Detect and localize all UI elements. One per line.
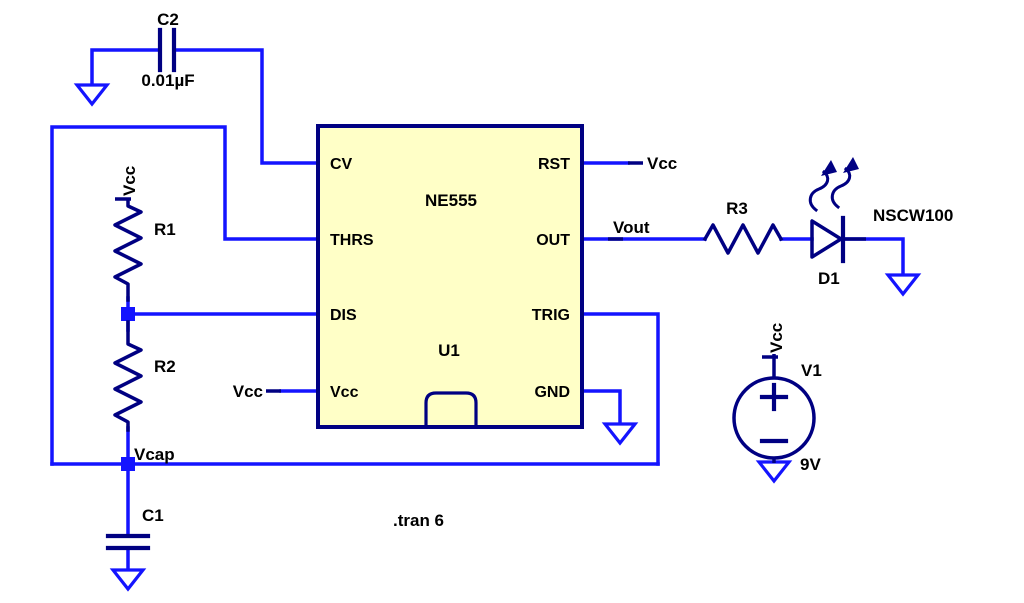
pin-label-vcc: Vcc [330,384,359,401]
c2-value[interactable]: 0.01µF [141,71,194,90]
pin-label-gnd: GND [534,384,570,401]
wire-c2-to-cv [172,48,320,165]
net-label-vcap[interactable]: Vcap [134,445,175,464]
diode-d1[interactable]: D1 NSCW100 [808,157,953,288]
ground-flag-icon [601,422,639,446]
vcc-label: Vcc [767,323,786,353]
resistor-r2[interactable]: R2 [113,320,176,432]
ground-flag-icon [73,83,111,107]
resistor-r3[interactable]: R3 [702,199,784,255]
d1-part-label[interactable]: NSCW100 [873,206,953,225]
v1-designator[interactable]: V1 [801,361,822,380]
resistor-r1[interactable]: R1 [113,198,176,302]
ic-u1[interactable]: CV THRS DIS Vcc RST OUT TRIG GND NE555 U… [316,124,584,429]
v1-value[interactable]: 9V [800,455,821,474]
ic-body[interactable] [316,124,584,429]
wire-d1-gnd [843,237,905,277]
ground-flag-icon [109,568,147,592]
net-label-vout[interactable]: Vout [608,218,650,241]
d1-designator[interactable]: D1 [818,269,840,288]
r2-designator[interactable]: R2 [154,357,176,376]
pin-label-rst: RST [538,156,570,173]
led-light-arrows-icon [808,157,859,213]
net-label-vcc-v1[interactable]: Vcc [762,323,786,359]
net-label-vcc-pin[interactable]: Vcc [233,382,281,401]
ground-symbol-c1[interactable] [109,568,147,592]
ground-flag-icon [755,460,793,484]
vcc-label: Vcc [120,166,139,196]
pin-label-cv: CV [330,156,353,173]
pin-label-dis: DIS [330,307,357,324]
r3-designator[interactable]: R3 [726,199,748,218]
ic-part-label: NE555 [425,191,477,210]
ground-symbol-ic[interactable] [601,422,639,446]
resistor-zigzag-icon [702,223,784,255]
wire-trig [580,312,660,466]
vout-label: Vout [613,218,650,237]
junction-dot [121,457,135,471]
wire-gnd-pin [580,389,622,426]
vcap-label: Vcap [134,445,175,464]
ground-symbol-c2[interactable] [73,83,111,107]
pin-label-thrs: THRS [330,232,374,249]
net-label-vcc-r1[interactable]: Vcc [115,166,139,201]
vcc-label: Vcc [647,154,677,173]
wire-thrs-feedback [50,125,320,466]
ic-notch-icon [424,391,478,425]
voltage-source-circle-icon [732,376,816,460]
c1-designator[interactable]: C1 [142,506,164,525]
junction-dot [121,307,135,321]
pin-label-out: OUT [536,232,570,249]
capacitor-c1[interactable]: C1 [105,506,164,551]
voltage-source-v1[interactable]: V1 9V [732,354,822,474]
net-label-vcc-rst[interactable]: Vcc [628,154,677,173]
ic-designator[interactable]: U1 [438,341,460,360]
diode-triangle-icon [810,219,843,259]
pin-label-trig: TRIG [532,307,570,324]
wire-c2-left [90,48,162,87]
ground-symbol-v1[interactable] [755,460,793,484]
resistor-zigzag-icon [113,198,143,302]
ground-flag-icon [884,273,922,297]
ground-symbol-led[interactable] [884,273,922,297]
vcc-label: Vcc [233,382,263,401]
resistor-zigzag-icon [113,320,143,432]
c2-designator[interactable]: C2 [157,10,179,29]
component-c2[interactable]: C2 0.01µF [141,10,194,90]
spice-directive[interactable]: .tran 6 [393,511,444,530]
r1-designator[interactable]: R1 [154,220,176,239]
